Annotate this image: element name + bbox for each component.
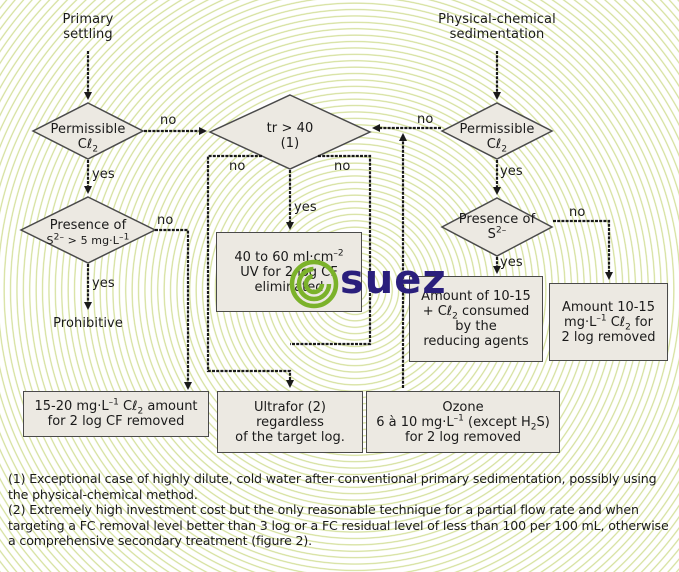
edge-label-yes: yes <box>294 200 317 215</box>
edge-label-no: no <box>569 205 586 220</box>
footnote-2: (2) Extremely high investment cost but t… <box>8 502 669 549</box>
edge-label-no: no <box>417 112 434 127</box>
edge-tr-no-right <box>290 154 372 346</box>
uv-treatment-box: 40 to 60 mJ·cm–2 UV for 2 log CF elimina… <box>216 232 362 312</box>
edge-label-yes: yes <box>500 164 523 179</box>
presence-s2-left-text: Presence of S2– > 5 mg·L–1 <box>46 218 130 247</box>
footnotes: (1) Exceptional case of highly dilute, c… <box>8 471 676 549</box>
suez-logo-text: suez <box>340 257 447 303</box>
ozone-box: Ozone 6 à 10 mg·L–1 (except H2S) for 2 l… <box>366 391 560 453</box>
permissible-cl2-left-diamond <box>31 102 145 160</box>
edge-presence-left-no <box>155 228 192 390</box>
footnote-1: (1) Exceptional case of highly dilute, c… <box>8 471 657 502</box>
edge-label-no: no <box>157 213 174 228</box>
edge-label-yes: yes <box>92 276 115 291</box>
presence-s2-right-text: Presence of S2– <box>458 212 536 242</box>
amount-10-15-box: Amount 10-15 mg·L–1 Cℓ2 for 2 log remove… <box>549 283 668 361</box>
tr-40-text: tr > 40 (1) <box>266 121 314 151</box>
edge-label-yes: yes <box>92 167 115 182</box>
presence-s2-left-diamond <box>19 196 157 264</box>
tr-40-diamond <box>208 94 372 170</box>
chlorine-amount-box: 15-20 mg·L–1 Cℓ2 amount for 2 log CF rem… <box>23 391 209 437</box>
prohibitive-label: Prohibitive <box>53 316 123 331</box>
edge-label-no: no <box>334 159 351 174</box>
physchem-sedimentation-label: Physical-chemical sedimentation <box>438 12 556 42</box>
ultrafor-box: Ultrafor (2) regardless of the target lo… <box>217 391 363 453</box>
permissible-cl2-right-text: Permissible Cℓ2 <box>459 122 535 155</box>
edge-label-no: no <box>229 159 246 174</box>
permissible-cl2-left-text: Permissible Cℓ2 <box>50 122 126 155</box>
suez-logo-icon <box>289 259 339 309</box>
edge-presence-right-no <box>553 219 613 280</box>
edge-label-yes: yes <box>500 255 523 270</box>
primary-settling-label: Primary settling <box>62 12 114 42</box>
permissible-cl2-right-diamond <box>440 102 554 160</box>
edge-label-no: no <box>160 113 177 128</box>
presence-s2-right-diamond <box>440 197 554 257</box>
edge-tr-no-left <box>206 154 294 388</box>
amount-consumed-box: Amount of 10-15 + Cℓ2 consumed by the re… <box>409 276 543 362</box>
